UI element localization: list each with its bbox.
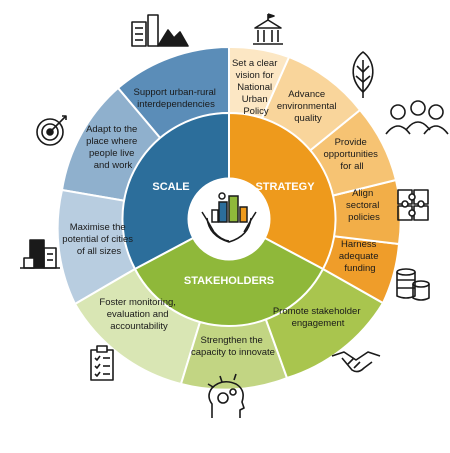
label-stakeholders: STAKEHOLDERS xyxy=(184,275,274,287)
target-icon xyxy=(36,115,67,146)
text-strengthen-capacity: Strengthen the capacity to innovate xyxy=(191,335,275,358)
text-harness-funding: Harness adequate funding xyxy=(339,239,381,274)
label-strategy: STRATEGY xyxy=(255,181,315,193)
text-promote-engagement: Promote stakeholder engagement xyxy=(273,306,363,329)
city-skyline-icon xyxy=(131,14,189,47)
buildings-icon xyxy=(20,239,60,269)
coins-stack-icon xyxy=(396,268,430,301)
text-provide-opportunities: Provide opportunities for all xyxy=(323,137,380,172)
leaf-icon xyxy=(352,51,374,98)
handshake-icon xyxy=(331,351,381,373)
text-foster-monitoring: Foster monitoring, evaluation and accoun… xyxy=(99,297,178,332)
text-maximise-potential: Maximise the potential of cities of all … xyxy=(62,222,135,257)
government-building-icon xyxy=(253,13,283,45)
outer-ring xyxy=(56,45,402,391)
text-environmental-quality: Advance environmental quality xyxy=(277,89,339,124)
text-clear-vision: Set a clear vision for National Urban Po… xyxy=(232,58,280,117)
head-gears-icon xyxy=(207,373,245,418)
hands-holding-city-icon xyxy=(201,192,257,243)
checklist-clipboard-icon xyxy=(90,345,114,381)
inner-ring xyxy=(121,111,337,327)
label-scale: SCALE xyxy=(152,181,189,193)
puzzle-icon xyxy=(397,189,429,221)
inner-stakeholders xyxy=(133,217,325,327)
text-adapt-place: Adapt to the place where people live and… xyxy=(86,124,140,171)
text-align-policies: Align sectoral policies xyxy=(346,188,382,223)
text-urban-rural: Support urban-rural interdependencies xyxy=(133,87,218,110)
people-group-icon xyxy=(385,100,449,135)
